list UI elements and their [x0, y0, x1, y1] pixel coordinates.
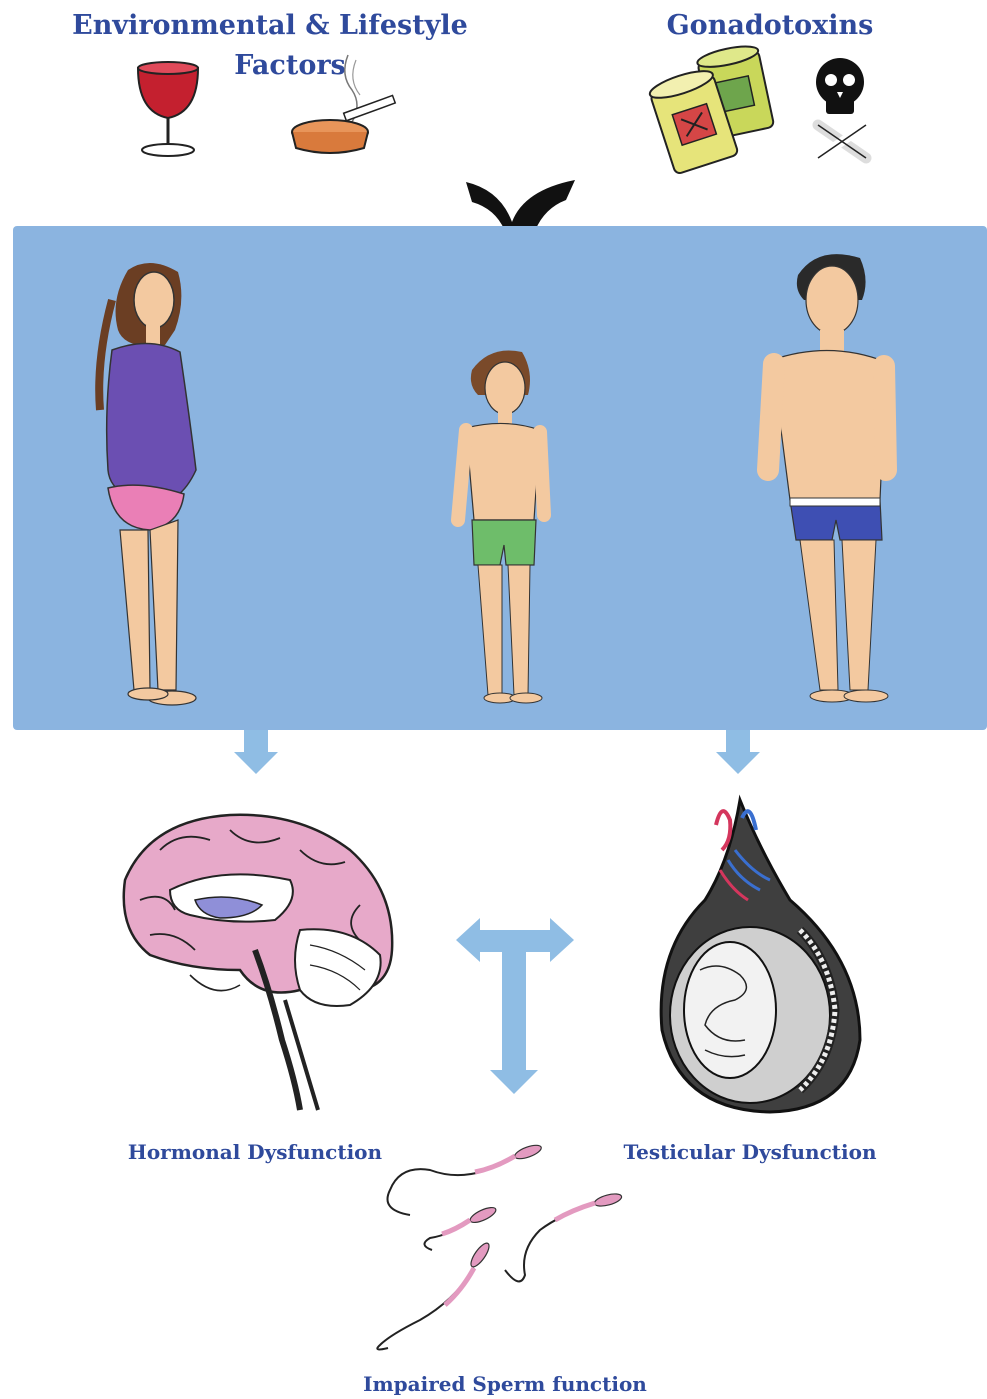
sperm-cell	[388, 1143, 543, 1215]
down-arrow-right	[716, 730, 760, 774]
testis-icon	[661, 800, 860, 1112]
testicular-dysfunction-label: Testicular Dysfunction	[620, 1140, 880, 1164]
sperm-icon	[377, 1143, 622, 1350]
hormonal-dysfunction-label: Hormonal Dysfunction	[120, 1140, 390, 1164]
t-bidirectional-arrow	[456, 918, 574, 1094]
man-figure	[768, 254, 888, 702]
down-arrow-left	[234, 730, 278, 774]
sperm-cell	[377, 1241, 492, 1350]
boy-figure	[458, 350, 544, 703]
brain-icon	[124, 815, 392, 1110]
impaired-sperm-function-label: Impaired Sperm function	[360, 1372, 650, 1396]
sperm-cell	[505, 1192, 623, 1282]
pregnant-woman-figure	[99, 263, 196, 705]
